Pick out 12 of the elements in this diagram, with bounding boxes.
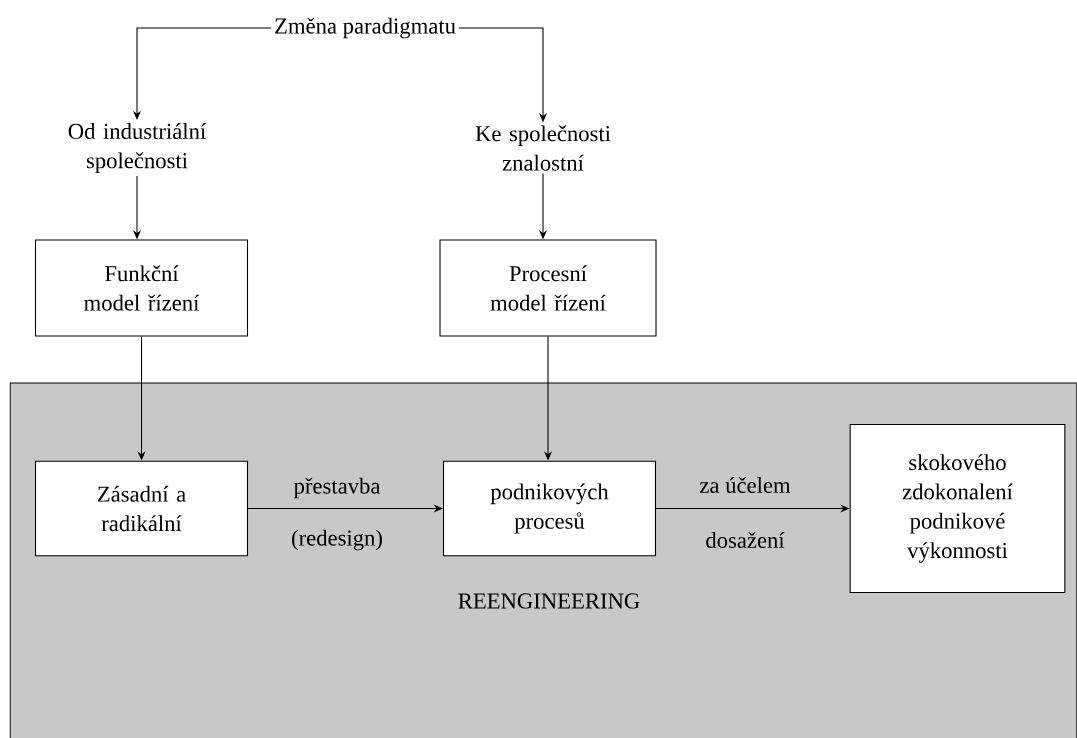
process-box: Zásadní a radikální <box>34 460 249 557</box>
node-text: Změna paradigmatu <box>275 17 456 39</box>
label-text: (redesign) <box>292 529 382 551</box>
process-box: Procesní model řízení <box>439 239 657 337</box>
process-box: podnikových procesů <box>442 460 657 557</box>
edge-label: za účelem <box>700 477 791 493</box>
node-text: Od industriální společnosti <box>68 123 206 173</box>
process-box: Funkční model řízení <box>34 239 249 337</box>
node-text: Ke společnosti znalostní <box>475 125 611 171</box>
label-text: dosažení <box>706 532 785 548</box>
edge-label: přestavba <box>293 477 381 499</box>
process-box: skokového zdokonalení podnikové výkonnosti <box>849 423 1066 594</box>
